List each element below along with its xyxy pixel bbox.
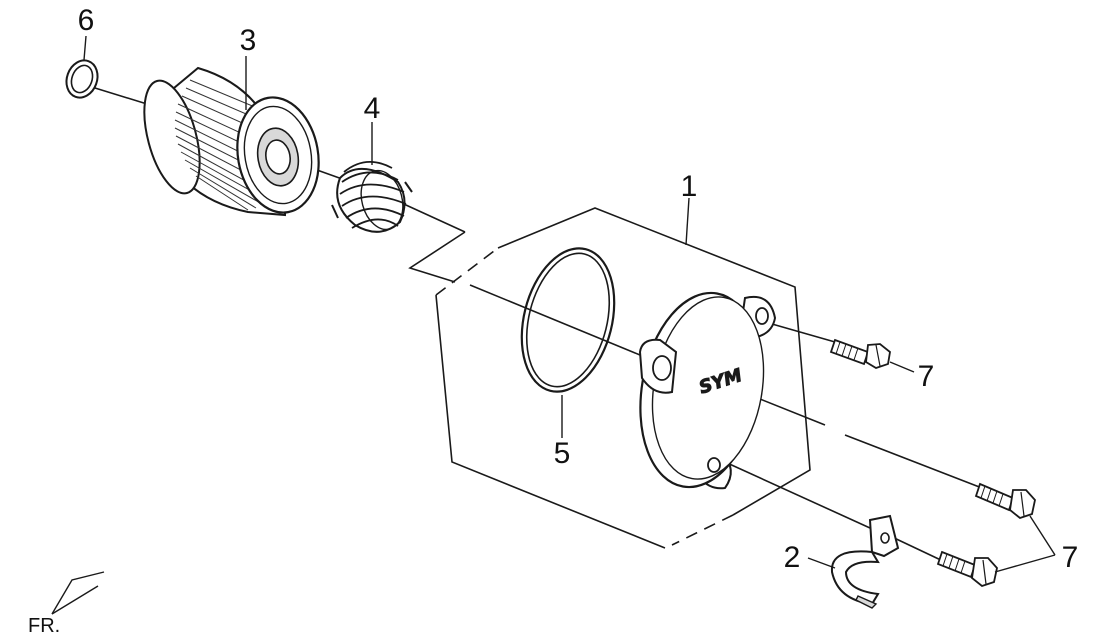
orientation-indicator: FR. (28, 571, 105, 637)
callout-4: 4 (364, 92, 381, 125)
leader-lines (83, 35, 1056, 573)
front-arrow-icon (51, 571, 105, 615)
o-ring-part (65, 59, 99, 99)
cover-group-boundary (435, 207, 811, 549)
callout-2: 2 (784, 541, 801, 574)
spring-part (331, 161, 413, 233)
bolt-part-upper (829, 338, 891, 369)
gasket-part (520, 247, 616, 393)
bolt-part-middle (974, 482, 1036, 520)
callout-6: 6 (78, 4, 95, 37)
callout-7-upper: 7 (918, 360, 935, 393)
front-direction-label: FR. (28, 615, 60, 637)
callout-5: 5 (554, 437, 571, 470)
oil-filter-element-part (143, 66, 320, 217)
callout-3: 3 (240, 24, 257, 57)
bolt-part-lower (936, 550, 998, 588)
callout-1: 1 (681, 170, 698, 203)
clamp-part (830, 514, 900, 609)
callout-7-lower: 7 (1062, 541, 1079, 574)
filter-cover-part: SYM (638, 291, 777, 490)
callout-labels: 6 3 4 1 5 7 7 2 (78, 4, 1079, 574)
